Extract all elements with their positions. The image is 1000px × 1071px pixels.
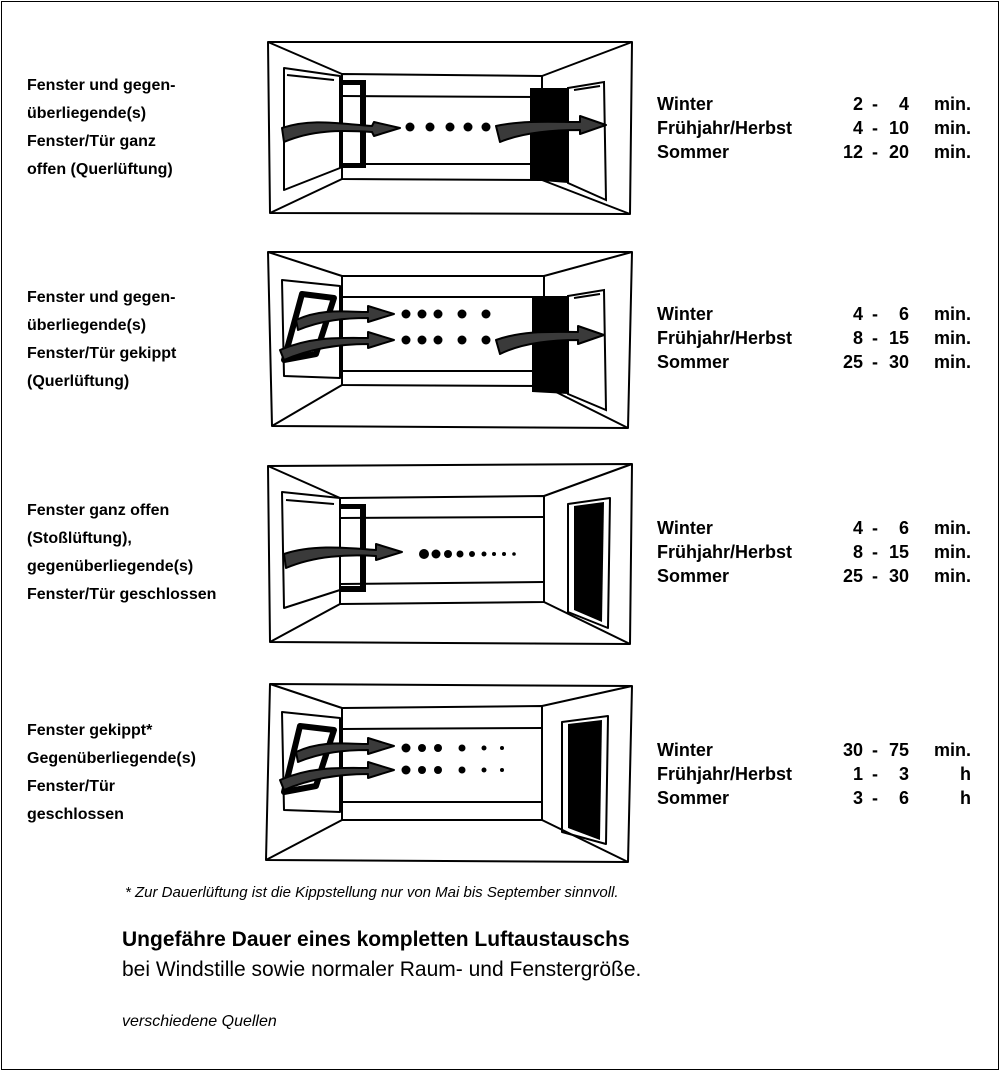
duration-row: Sommer 25 - 30 min.	[657, 566, 971, 586]
caption-subtitle: bei Windstille sowie normaler Raum- und …	[122, 958, 642, 981]
scenario-label: Fenster und gegen- überliegende(s) Fenst…	[27, 77, 176, 178]
duration-row: Sommer 3 - 6 h	[657, 788, 971, 808]
duration-row: Frühjahr/Herbst 8 - 15 min.	[657, 542, 971, 562]
footnote: * Zur Dauerlüftung ist die Kippstellung …	[125, 884, 619, 901]
room-illustration	[265, 683, 633, 863]
duration-row: Frühjahr/Herbst 8 - 15 min.	[657, 328, 971, 348]
duration-table: Winter 2 - 4 min. Frühjahr/Herbst 4 - 10…	[657, 92, 977, 164]
duration-table: Winter 4 - 6 min. Frühjahr/Herbst 8 - 15…	[657, 302, 977, 374]
duration-row: Winter 4 - 6 min.	[657, 304, 971, 324]
room-illustration	[267, 41, 633, 215]
source-note: verschiedene Quellen	[122, 1013, 277, 1030]
duration-row: Frühjahr/Herbst 4 - 10 min.	[657, 118, 971, 138]
room-illustration	[267, 463, 633, 645]
duration-row: Sommer 25 - 30 min.	[657, 352, 971, 372]
room-illustration	[267, 251, 633, 429]
duration-row: Sommer 12 - 20 min.	[657, 142, 971, 162]
duration-row: Winter 30 - 75 min.	[657, 740, 971, 760]
scenario-label: Fenster und gegen- überliegende(s) Fenst…	[27, 289, 177, 390]
duration-row: Winter 4 - 6 min.	[657, 518, 971, 538]
duration-table: Winter 4 - 6 min. Frühjahr/Herbst 8 - 15…	[657, 516, 977, 588]
duration-row: Frühjahr/Herbst 1 - 3 h	[657, 764, 971, 784]
scenario-label: Fenster ganz offen (Stoßlüftung), gegenü…	[27, 502, 217, 603]
scenario-label: Fenster gekippt* Gegenüberliegende(s) Fe…	[27, 722, 196, 823]
caption-title: Ungefähre Dauer eines kompletten Luftaus…	[122, 928, 630, 951]
duration-table: Winter 30 - 75 min. Frühjahr/Herbst 1 - …	[657, 738, 977, 810]
duration-row: Winter 2 - 4 min.	[657, 94, 971, 114]
